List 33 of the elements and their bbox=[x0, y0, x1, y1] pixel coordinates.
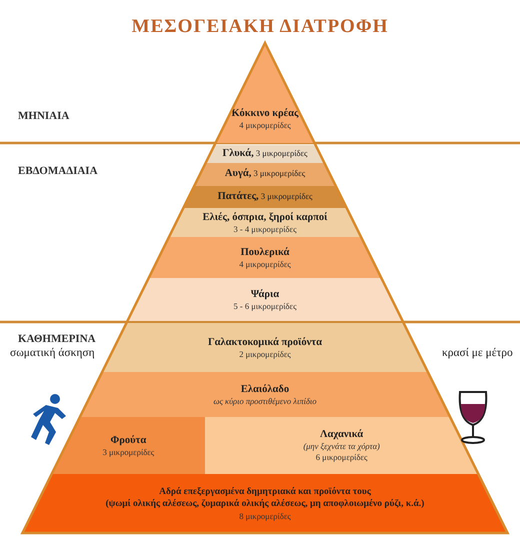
food-group-name: Αυγά, 3 μικρομερίδες bbox=[224, 168, 306, 181]
serving-note: 3 μικρομερίδες bbox=[102, 446, 154, 458]
pyramid-band bbox=[184, 186, 346, 208]
frequency-label: ΕΒΔΟΜΑΔΙΑΙΑ bbox=[18, 165, 98, 177]
food-group-name: Κόκκινο κρέας bbox=[232, 107, 298, 120]
side-note: σωματική άσκηση bbox=[10, 347, 95, 359]
pyramid-band bbox=[206, 145, 324, 163]
serving-note: 4 μικρομερίδες bbox=[239, 120, 291, 131]
food-group-name: Λαχανικά bbox=[320, 428, 364, 442]
food-group-name: Αδρά επεξεργασμένα δημητριακά και προϊόντα τους bbox=[159, 486, 371, 498]
serving-note: 5 - 6 μικρομερίδες bbox=[234, 300, 296, 312]
serving-note: ως κύριο προστιθέμενο λιπίδιο bbox=[213, 396, 317, 406]
frequency-label: ΚΑΘΗΜΕΡΙΝΑ bbox=[18, 333, 96, 345]
title: ΜΕΣΟΓΕΙΑΚΗ ΔΙΑΤΡΟΦΗ bbox=[130, 16, 390, 38]
serving-note: (ψωμί ολικής αλέσεως, ζυμαρικά ολικής αλέσεως, μη αποφλοιωμένο ρύζι, κ.ά.) bbox=[106, 498, 424, 511]
pyramid-band bbox=[52, 417, 205, 474]
food-group-name: Ελιές, όσπρια, ξηροί καρποί bbox=[202, 210, 328, 224]
food-group-name: Γαλακτοκομικά προϊόντα bbox=[208, 336, 322, 349]
food-group-name: Ψάρια bbox=[250, 288, 280, 301]
frequency-label: ΜΗΝΙΑΙΑ bbox=[18, 110, 70, 122]
serving-note: 8 μικρομερίδες bbox=[239, 510, 291, 522]
serving-note: 3 - 4 μικρομερίδες bbox=[234, 224, 296, 234]
food-group-name: Φρούτα bbox=[110, 434, 146, 447]
food-group-name: Ελαιόλαδο bbox=[240, 382, 290, 396]
food-group-name: Πουλερικά bbox=[240, 246, 290, 259]
serving-note: 2 μικρομερίδες bbox=[239, 348, 291, 360]
side-note: κρασί με μέτρο bbox=[442, 347, 513, 359]
serving-note: 6 μικρομερίδες bbox=[316, 452, 368, 463]
serving-note: 4 μικρομερίδες bbox=[239, 258, 291, 270]
pyramid-band bbox=[205, 417, 478, 474]
food-group-name: Γλυκά, 3 μικρομερίδες bbox=[222, 148, 308, 160]
serving-note: (μην ξεχνάτε τα χόρτα) bbox=[303, 441, 380, 452]
food-group-name: Πατάτες, 3 μικρομερίδες bbox=[218, 190, 312, 204]
